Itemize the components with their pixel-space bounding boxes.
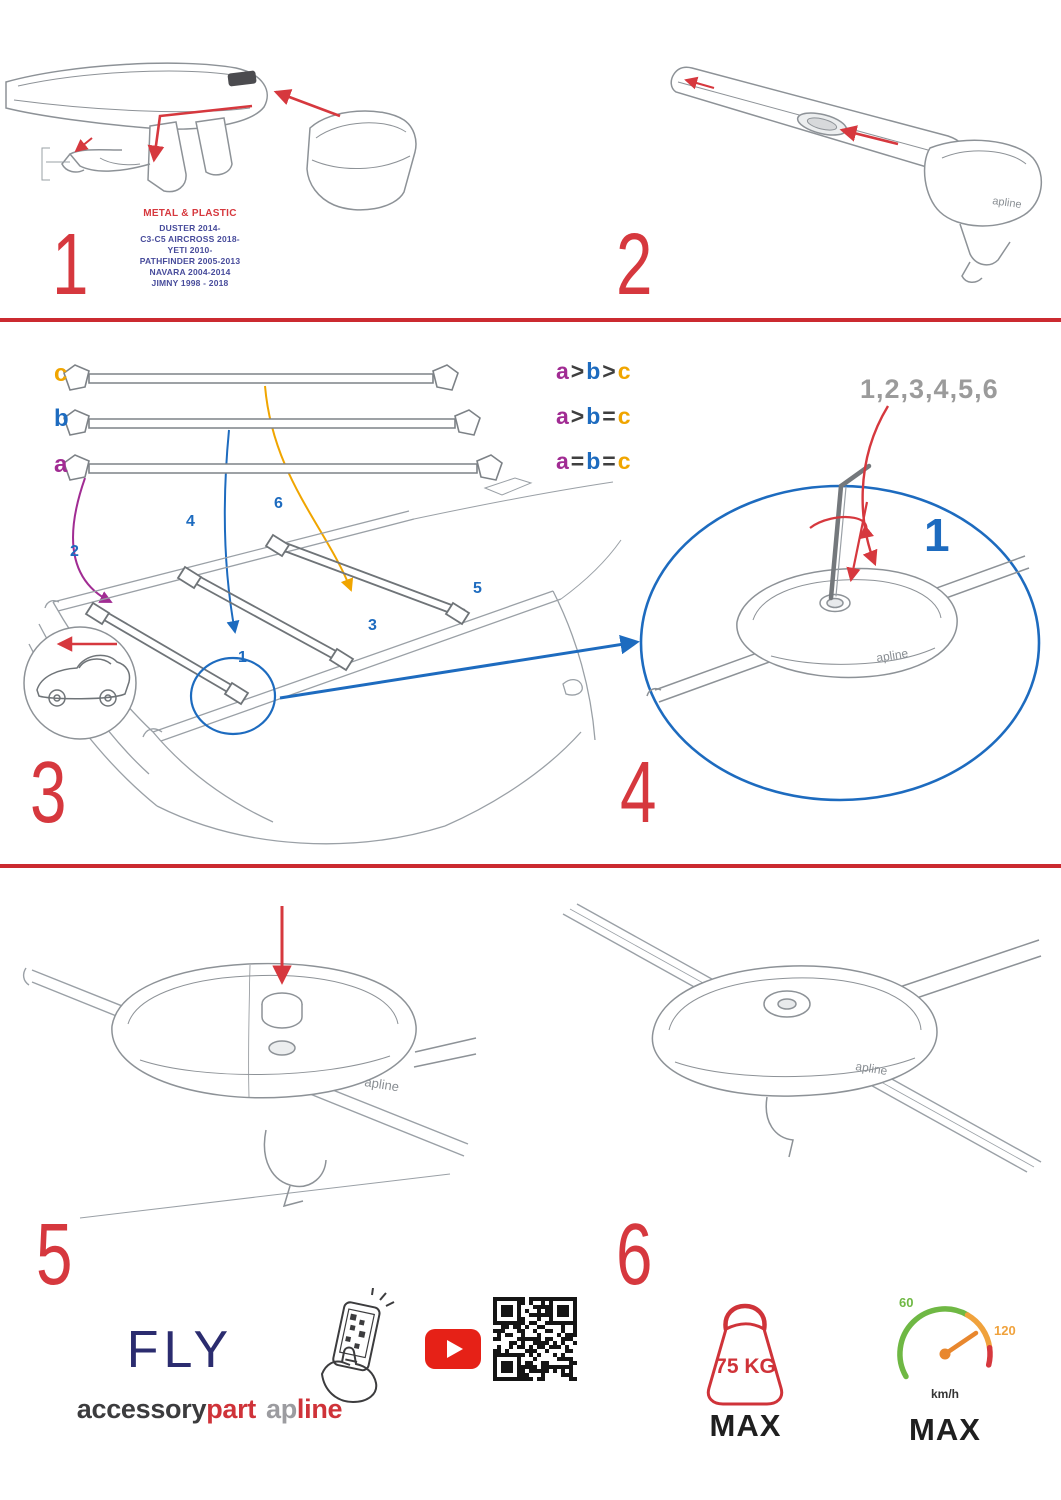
section-divider-bottom bbox=[0, 864, 1061, 868]
step-5-number: 5 bbox=[36, 1206, 72, 1304]
formula-term: b bbox=[586, 358, 603, 384]
youtube-icon bbox=[425, 1329, 481, 1369]
formula-term: a bbox=[556, 403, 571, 429]
speed-needle bbox=[942, 1330, 979, 1357]
material-label: METAL & PLASTIC bbox=[143, 208, 237, 219]
max-weight-value: 75 KG bbox=[715, 1355, 776, 1378]
formula-operator: > bbox=[602, 358, 618, 384]
foot-assembly bbox=[651, 965, 938, 1158]
product-logo-on-part: apline bbox=[992, 195, 1023, 211]
formula-row-3: a=b=c bbox=[556, 450, 633, 473]
formula-term: c bbox=[617, 358, 633, 384]
formula-operator: = bbox=[602, 448, 618, 474]
bar-label-b: b bbox=[54, 405, 69, 432]
crossbar-a bbox=[63, 454, 503, 481]
weight-limit-icon bbox=[706, 1303, 784, 1406]
step-6-number: 6 bbox=[616, 1206, 652, 1304]
sequence-first-callout: 1 bbox=[924, 509, 950, 561]
foot-assembly bbox=[111, 962, 477, 1208]
max-weight-label: MAX bbox=[709, 1408, 782, 1443]
roof-position-5: 5 bbox=[473, 580, 482, 597]
formula-term: b bbox=[586, 448, 603, 474]
step-2-number: 2 bbox=[616, 216, 652, 314]
bar-label-a: a bbox=[54, 451, 68, 478]
roof-position-6: 6 bbox=[274, 495, 283, 512]
step1-arrows bbox=[74, 89, 341, 163]
foot-in-zoom bbox=[736, 567, 958, 679]
step-4-number: 4 bbox=[620, 744, 656, 842]
logo-line: line bbox=[296, 1394, 343, 1424]
crossbar-b bbox=[63, 409, 481, 436]
formula-row-1: a>b>c bbox=[556, 360, 633, 383]
formula-term: a bbox=[556, 358, 571, 384]
roof-position-3: 3 bbox=[368, 617, 377, 634]
formula-term: c bbox=[617, 403, 633, 429]
roof-position-4: 4 bbox=[186, 513, 195, 530]
vehicle-model: C3-C5 AIRCROSS 2018- bbox=[140, 234, 240, 244]
crossbar-c bbox=[63, 364, 459, 391]
step3-illustration bbox=[23, 364, 622, 845]
formula-term: b bbox=[586, 403, 603, 429]
formula-term: a bbox=[556, 448, 571, 474]
cover-piece-drawing bbox=[306, 110, 417, 211]
bar-label-c: c bbox=[54, 360, 68, 387]
product-logo-on-part: apline bbox=[364, 1074, 401, 1094]
vehicle-model: YETI 2010- bbox=[167, 245, 213, 255]
position1-highlight-circle bbox=[189, 656, 277, 736]
vehicle-model: DUSTER 2014- bbox=[159, 223, 221, 233]
speed-low-label: 60 bbox=[899, 1295, 914, 1310]
scan-phone-icon bbox=[320, 1288, 395, 1404]
formula-operator: > bbox=[570, 358, 587, 384]
step4-illustration: apline bbox=[639, 405, 1041, 802]
section-divider-top bbox=[0, 318, 1061, 322]
mounted-crossbars bbox=[84, 533, 471, 706]
vehicle-model-list: DUSTER 2014- C3-C5 AIRCROSS 2018- YETI 2… bbox=[105, 223, 275, 289]
step5-illustration: apline bbox=[22, 906, 477, 1219]
product-logo-on-part: apline bbox=[855, 1059, 889, 1078]
torque-sequence: 1,2,3,4,5,6 bbox=[860, 374, 999, 404]
step-3-number: 3 bbox=[30, 744, 66, 842]
formula-row-2: a>b=c bbox=[556, 405, 633, 428]
formula-term: c bbox=[617, 448, 633, 474]
brand-part: part bbox=[206, 1394, 256, 1424]
qr-grid bbox=[493, 1297, 577, 1381]
formula-operator: = bbox=[570, 448, 587, 474]
bar-logo-badge bbox=[227, 70, 257, 87]
leader-line bbox=[41, 147, 70, 181]
speed-unit-label: km/h bbox=[930, 1387, 959, 1401]
logo-ap: ap bbox=[266, 1394, 297, 1424]
cap-knob bbox=[261, 992, 303, 1056]
step1-illustration bbox=[5, 62, 417, 211]
vehicle-model: PATHFINDER 2005-2013 bbox=[139, 256, 241, 266]
speed-limit-icon bbox=[897, 1306, 993, 1380]
model-name: FLY bbox=[126, 1321, 234, 1379]
step2-illustration: apline bbox=[670, 66, 1043, 283]
max-speed-label: MAX bbox=[909, 1412, 981, 1447]
crossbar-drawing bbox=[670, 66, 968, 171]
vehicle-model: NAVARA 2004-2014 bbox=[149, 267, 231, 277]
sequence-arrow bbox=[861, 405, 890, 567]
brand-accessory: accessory bbox=[76, 1394, 207, 1424]
qr-code bbox=[490, 1294, 580, 1384]
formula-operator: > bbox=[570, 403, 587, 429]
play-triangle bbox=[447, 1340, 463, 1358]
product-logo-on-part: apline bbox=[875, 646, 909, 665]
speed-high-label: 120 bbox=[994, 1323, 1016, 1338]
car-roof-wireframe bbox=[28, 477, 622, 845]
step6-illustration: apline bbox=[562, 903, 1042, 1173]
roof-position-1: 1 bbox=[238, 649, 247, 666]
step2-arrows bbox=[684, 76, 899, 146]
car-direction-inset bbox=[23, 626, 137, 740]
roof-position-2: 2 bbox=[70, 543, 79, 560]
vehicle-model: JIMNY 1998 - 2018 bbox=[151, 278, 229, 288]
formula-operator: = bbox=[602, 403, 618, 429]
step-1-number: 1 bbox=[52, 216, 88, 314]
crossbar-end-drawing bbox=[5, 62, 268, 193]
end-support-drawing bbox=[923, 139, 1043, 283]
